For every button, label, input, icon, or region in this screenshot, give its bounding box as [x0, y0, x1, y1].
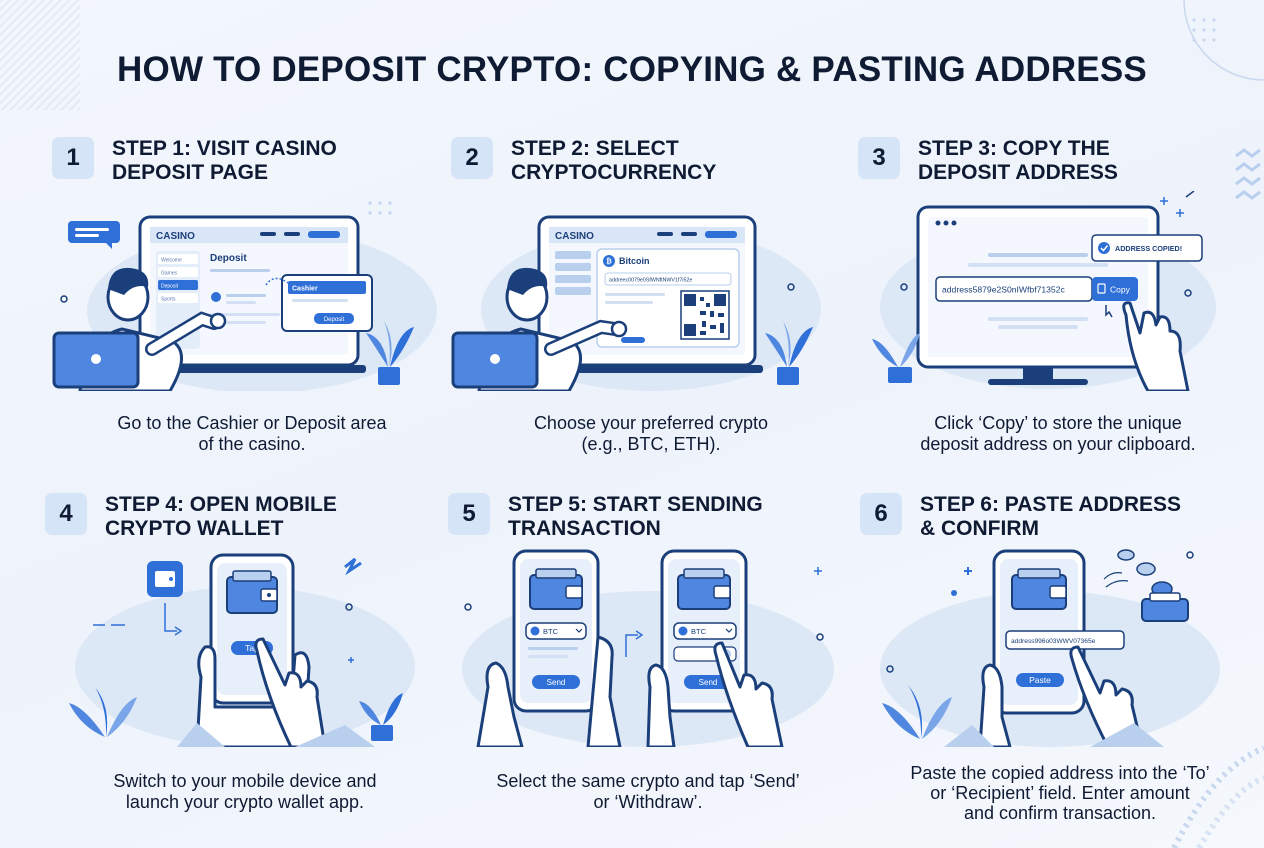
visit-deposit-illustration: CASINO Welcome Games Deposit Sports Depo… — [52, 201, 437, 391]
step-2: 2 STEP 2: SELECT CRYPTOCURRENCY CASINO ₿… — [451, 137, 851, 487]
svg-text:Deposit: Deposit — [161, 284, 179, 290]
step-4: 4 STEP 4: OPEN MOBILE CRYPTO WALLET Tap — [45, 493, 445, 843]
casino-brand-label: CASINO — [156, 231, 195, 242]
svg-text:Tap: Tap — [245, 643, 259, 653]
bitcoin-icon — [603, 255, 615, 267]
sidebar-menu: Welcome Games Deposit Sports — [158, 254, 198, 303]
deposit-address-text: addreec0079e0SfWNftNWV1f7i52e — [609, 278, 692, 284]
step-caption: Go to the Cashier or Deposit area of the… — [117, 413, 387, 454]
pasted-address-text: address996o03WWV07365e — [1011, 638, 1096, 645]
send-transaction-illustration: BTC Send BTC Send — [462, 549, 834, 747]
step-caption: Select the same crypto and tap ‘Send’ or… — [496, 771, 800, 812]
step-heading: STEP 2: SELECT CRYPTOCURRENCY — [511, 137, 717, 184]
svg-text:Send: Send — [699, 678, 718, 687]
svg-text:Send: Send — [547, 678, 566, 687]
coin-select — [673, 622, 737, 640]
chat-bubble-icon — [68, 221, 120, 249]
step-number-badge: 2 — [451, 137, 493, 179]
corner-decoration-top-right — [1183, 0, 1264, 81]
plant-icon — [882, 685, 952, 739]
plant-icon — [359, 693, 403, 741]
step-caption: Click ‘Copy’ to store the unique deposit… — [920, 413, 1196, 454]
step-number-badge: 1 — [52, 137, 94, 179]
step-heading: STEP 4: OPEN MOBILE CRYPTO WALLET — [105, 493, 337, 540]
corner-decoration-bottom-right — [1171, 745, 1264, 848]
send-button — [532, 675, 580, 689]
step-number-badge: 4 — [45, 493, 87, 535]
plant-icon — [872, 333, 920, 383]
copy-address-illustration: address5879e2S0nIWfbf71352c Copy ADDRESS… — [872, 191, 1216, 391]
step-heading: STEP 6: PASTE ADDRESS & CONFIRM — [920, 493, 1182, 540]
step-caption: Choose your preferred crypto (e.g., BTC,… — [533, 413, 769, 454]
step-3: 3 STEP 3: COPY THE DEPOSIT ADDRESS addre… — [858, 137, 1258, 487]
step-number-badge: 3 — [858, 137, 900, 179]
paste-confirm-illustration: Paste address996o03WWV07365e — [880, 549, 1220, 747]
step-number-badge: 6 — [860, 493, 902, 535]
step-heading: STEP 1: VISIT CASINO DEPOSIT PAGE — [112, 137, 337, 184]
step-caption: Paste the copied address into the ‘To’ o… — [910, 763, 1210, 823]
wallet-app-icon — [147, 561, 183, 597]
select-crypto-illustration: CASINO ₿ Bitcoin addreec0079e0SfWNftNWV1… — [451, 215, 821, 391]
plant-icon — [69, 687, 137, 737]
svg-text:Games: Games — [161, 271, 178, 277]
coin-name: Bitcoin — [619, 256, 650, 266]
svg-text:BTC: BTC — [543, 627, 559, 636]
recipient-address-field — [1005, 630, 1125, 650]
deposit-page-title: Deposit — [210, 253, 247, 264]
wallet-receive-icon — [1141, 592, 1189, 622]
svg-text:₿: ₿ — [606, 258, 612, 266]
copy-button: Copy — [1092, 277, 1138, 301]
svg-text:Paste: Paste — [1029, 675, 1051, 685]
step-heading: STEP 5: START SENDING TRANSACTION — [508, 493, 763, 540]
svg-text:Cashier: Cashier — [292, 286, 318, 293]
step-1: 1 STEP 1: VISIT CASINO DEPOSIT PAGE CASI… — [52, 137, 452, 487]
corner-pattern-top-left — [0, 0, 80, 110]
plant-icon — [765, 321, 813, 385]
svg-text:Sports: Sports — [161, 297, 176, 303]
open-wallet-illustration: Tap — [69, 553, 415, 747]
phone-left: BTC Send — [512, 549, 600, 713]
svg-text:Deposit: Deposit — [324, 317, 345, 323]
plant-icon — [366, 321, 414, 385]
step-heading: STEP 3: COPY THE DEPOSIT ADDRESS — [918, 137, 1118, 184]
zigzag-decoration — [1235, 148, 1261, 200]
address-copied-toast: ADDRESS COPIED! — [1091, 234, 1203, 262]
step-number-badge: 5 — [448, 493, 490, 535]
hand-holding-phone — [195, 637, 327, 747]
popup-deposit-button — [314, 313, 354, 324]
coins-icon — [1103, 549, 1173, 597]
send-button — [684, 675, 732, 689]
paste-button — [1016, 673, 1064, 687]
deposit-address-text: address5879e2S0nIWfbf71352c — [942, 285, 1065, 295]
qr-code-icon — [680, 290, 730, 340]
svg-text:ADDRESS COPIED!: ADDRESS COPIED! — [1115, 244, 1182, 253]
step-caption: Switch to your mobile device and launch … — [113, 771, 377, 812]
pointing-hand — [1122, 301, 1190, 391]
page-title: HOW TO DEPOSIT CRYPTO: COPYING & PASTING… — [117, 50, 1147, 89]
coin-select — [525, 622, 587, 640]
svg-text:BTC: BTC — [691, 627, 707, 636]
svg-text:Welcome: Welcome — [161, 258, 182, 264]
step-6: 6 STEP 6: PASTE ADDRESS & CONFIRM Paste … — [860, 493, 1260, 843]
step-5: 5 STEP 5: START SENDING TRANSACTION BTC … — [448, 493, 848, 843]
svg-text:Copy: Copy — [1110, 285, 1131, 295]
casino-brand-label: CASINO — [555, 231, 594, 242]
